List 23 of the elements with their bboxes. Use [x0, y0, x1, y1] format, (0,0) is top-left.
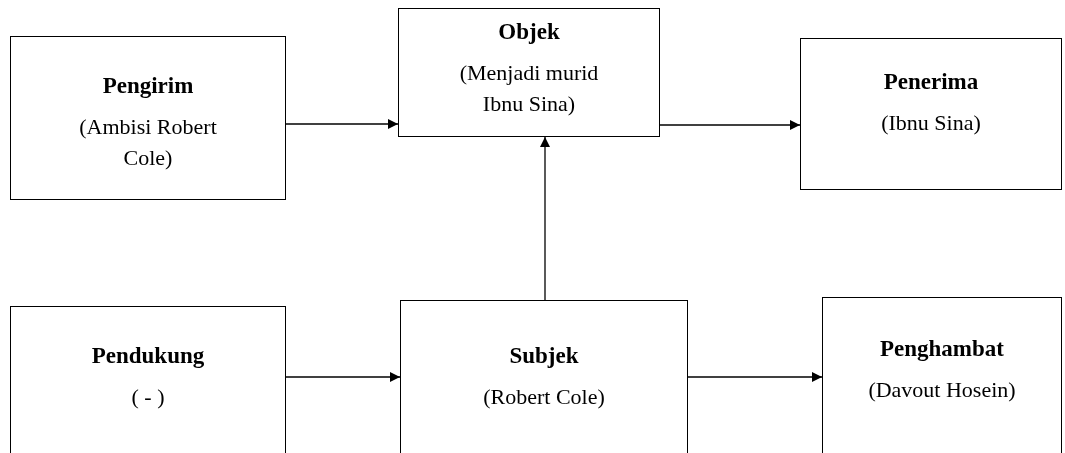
heading-text: Objek — [498, 19, 560, 45]
heading-text: Pendukung — [91, 343, 205, 369]
description-text: ( - ) — [131, 383, 165, 411]
description-text: (Davout Hosein) — [868, 376, 1016, 404]
arrow — [687, 372, 823, 382]
text-box — [10, 306, 286, 453]
text-box — [822, 297, 1062, 453]
arrow — [659, 120, 801, 130]
heading-text: Penerima — [883, 69, 979, 95]
description-text: (Ambisi Robert Cole) — [78, 113, 218, 172]
arrow — [285, 119, 399, 129]
arrow — [540, 136, 550, 301]
arrow — [285, 372, 401, 382]
description-text: (Menjadi murid Ibnu Sina) — [458, 59, 600, 118]
heading-text: Penghambat — [880, 336, 1004, 362]
text-box — [800, 38, 1062, 190]
description-text: (Robert Cole) — [483, 383, 605, 411]
text-box — [398, 8, 660, 137]
text-box — [400, 300, 688, 453]
heading-text: Subjek — [509, 343, 579, 369]
text-box — [10, 36, 286, 200]
description-text: (Ibnu Sina) — [881, 109, 981, 137]
heading-text: Pengirim — [102, 73, 194, 99]
